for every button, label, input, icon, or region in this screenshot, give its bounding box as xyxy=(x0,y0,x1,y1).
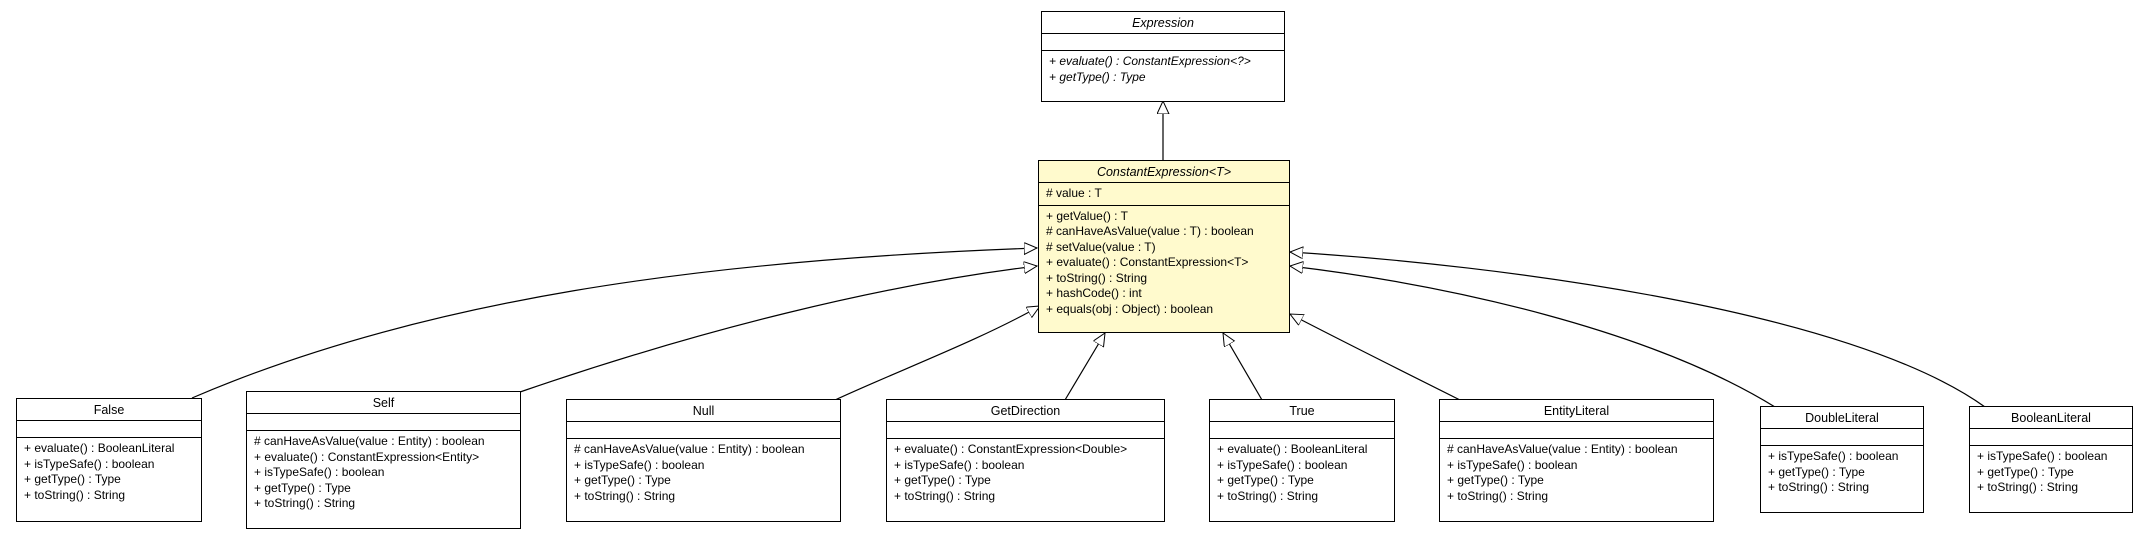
methods-section: + getValue() : T # canHaveAsValue(value … xyxy=(1039,206,1289,321)
edge-false-to-constantexpression xyxy=(191,248,1037,399)
method: + getType() : Type xyxy=(1217,473,1314,487)
method: + evaluate() : ConstantExpression<T> xyxy=(1046,255,1249,269)
class-name: Null xyxy=(567,400,840,422)
edge-self-to-constantexpression xyxy=(519,266,1037,393)
methods-section: # canHaveAsValue(value : Entity) : boole… xyxy=(1440,439,1713,507)
method: + equals(obj : Object) : boolean xyxy=(1046,301,1214,316)
edge-doubleliteral-to-constantexpression xyxy=(1290,266,1776,408)
method: + isTypeSafe() : boolean xyxy=(1217,457,1348,472)
method: + toString() : String xyxy=(894,488,996,503)
fields-section xyxy=(567,422,840,439)
method: # canHaveAsValue(value : Entity) : boole… xyxy=(254,434,485,448)
method: + toString() : String xyxy=(1447,488,1549,503)
methods-section: # canHaveAsValue(value : Entity) : boole… xyxy=(567,439,840,507)
fields-section xyxy=(247,414,520,431)
class-name: EntityLiteral xyxy=(1440,400,1713,422)
fields-section xyxy=(17,421,201,438)
methods-section: + isTypeSafe() : boolean + getType() : T… xyxy=(1761,446,1923,499)
method: + evaluate() : ConstantExpression<Double… xyxy=(894,442,1128,456)
class-self[interactable]: Self # canHaveAsValue(value : Entity) : … xyxy=(246,391,521,529)
method: + getType() : Type xyxy=(1049,69,1146,84)
method: + evaluate() : ConstantExpression<?> xyxy=(1049,54,1251,68)
method: # canHaveAsValue(value : T) : boolean xyxy=(1046,224,1254,238)
methods-section: + isTypeSafe() : boolean + getType() : T… xyxy=(1970,446,2132,499)
class-constant-expression[interactable]: ConstantExpression<T> # value : T + getV… xyxy=(1038,160,1290,333)
method: + toString() : String xyxy=(1977,480,2079,494)
methods-section: # canHaveAsValue(value : Entity) : boole… xyxy=(247,431,520,515)
method: + getValue() : T xyxy=(1046,208,1128,223)
class-null[interactable]: Null # canHaveAsValue(value : Entity) : … xyxy=(566,399,841,522)
method: + getType() : Type xyxy=(1447,473,1544,487)
class-name: BooleanLiteral xyxy=(1970,407,2132,429)
class-name: GetDirection xyxy=(887,400,1164,422)
methods-section: + evaluate() : ConstantExpression<?> + g… xyxy=(1042,51,1284,88)
fields-section xyxy=(1210,422,1394,439)
class-entityliteral[interactable]: EntityLiteral # canHaveAsValue(value : E… xyxy=(1439,399,1714,522)
method: # canHaveAsValue(value : Entity) : boole… xyxy=(1447,442,1678,456)
class-true[interactable]: True + evaluate() : BooleanLiteral + isT… xyxy=(1209,399,1395,522)
method: + toString() : String xyxy=(24,487,126,502)
method: + isTypeSafe() : boolean xyxy=(894,457,1025,472)
method: + getType() : Type xyxy=(574,473,671,487)
method: + toString() : String xyxy=(574,488,676,503)
class-doubleliteral[interactable]: DoubleLiteral + isTypeSafe() : boolean +… xyxy=(1760,406,1924,513)
fields-section xyxy=(887,422,1164,439)
method: + isTypeSafe() : boolean xyxy=(1977,449,2108,463)
class-name: True xyxy=(1210,400,1394,422)
edge-true-to-constantexpression xyxy=(1223,333,1263,401)
fields-section xyxy=(1761,429,1923,446)
class-name: Self xyxy=(247,392,520,414)
class-name: ConstantExpression<T> xyxy=(1039,161,1289,183)
method: + isTypeSafe() : boolean xyxy=(574,457,705,472)
methods-section: + evaluate() : ConstantExpression<Double… xyxy=(887,439,1164,507)
method: + toString() : String xyxy=(1768,480,1870,494)
method: + isTypeSafe() : boolean xyxy=(1768,449,1899,463)
method: + isTypeSafe() : boolean xyxy=(1447,457,1578,472)
method: + toString() : String xyxy=(254,496,356,510)
method: + evaluate() : BooleanLiteral xyxy=(24,441,175,455)
edge-entityliteral-to-constantexpression xyxy=(1290,314,1461,401)
class-booleanliteral[interactable]: BooleanLiteral + isTypeSafe() : boolean … xyxy=(1969,406,2133,513)
edge-null-to-constantexpression xyxy=(834,306,1040,401)
fields-section xyxy=(1042,34,1284,51)
method: + getType() : Type xyxy=(254,480,351,495)
method: + evaluate() : ConstantExpression<Entity… xyxy=(254,449,480,464)
method: # canHaveAsValue(value : Entity) : boole… xyxy=(574,442,805,456)
edge-booleanliteral-to-constantexpression xyxy=(1290,252,1986,408)
fields-section xyxy=(1970,429,2132,446)
fields-section: # value : T xyxy=(1039,183,1289,206)
class-name: False xyxy=(17,399,201,421)
class-name: Expression xyxy=(1042,12,1284,34)
class-expression[interactable]: Expression + evaluate() : ConstantExpres… xyxy=(1041,11,1285,102)
method: + getType() : Type xyxy=(1977,464,2074,479)
method: + getType() : Type xyxy=(1768,464,1865,479)
class-false[interactable]: False + evaluate() : BooleanLiteral + is… xyxy=(16,398,202,522)
methods-section: + evaluate() : BooleanLiteral + isTypeSa… xyxy=(17,438,201,506)
method: + isTypeSafe() : boolean xyxy=(24,456,155,471)
method: + toString() : String xyxy=(1046,270,1148,285)
field: # value : T xyxy=(1046,186,1102,200)
method: + toString() : String xyxy=(1217,488,1319,503)
class-name: DoubleLiteral xyxy=(1761,407,1923,429)
method: + getType() : Type xyxy=(24,472,121,486)
class-getdirection[interactable]: GetDirection + evaluate() : ConstantExpr… xyxy=(886,399,1165,522)
methods-section: + evaluate() : BooleanLiteral + isTypeSa… xyxy=(1210,439,1394,507)
method: + hashCode() : int xyxy=(1046,286,1142,300)
edge-getdirection-to-constantexpression xyxy=(1064,333,1105,401)
fields-section xyxy=(1440,422,1713,439)
method: # setValue(value : T) xyxy=(1046,239,1156,254)
method: + getType() : Type xyxy=(894,473,991,487)
method: + isTypeSafe() : boolean xyxy=(254,465,385,479)
method: + evaluate() : BooleanLiteral xyxy=(1217,442,1368,456)
